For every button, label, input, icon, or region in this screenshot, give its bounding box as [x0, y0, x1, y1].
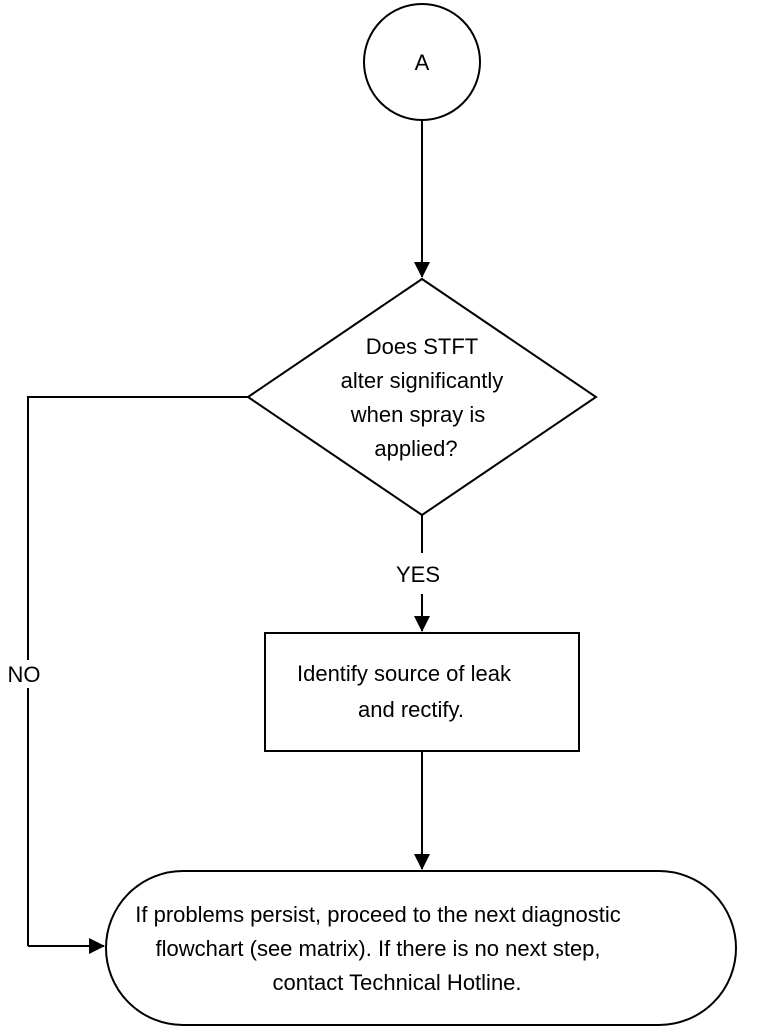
terminal-line-1: If problems persist, proceed to the next… [135, 902, 620, 927]
decision-line-4: applied? [374, 436, 457, 461]
no-label-bg [4, 660, 52, 688]
no-label: NO [8, 662, 41, 687]
terminal-line-2: flowchart (see matrix). If there is no n… [155, 936, 600, 961]
process-line-1: Identify source of leak [297, 661, 512, 686]
process-line-2: and rectify. [358, 697, 464, 722]
decision-line-1: Does STFT [366, 334, 478, 359]
decision-line-2: alter significantly [341, 368, 504, 393]
yes-label: YES [396, 562, 440, 587]
decision-diamond: Does STFT alter significantly when spray… [246, 277, 598, 517]
connector-a: A [363, 3, 481, 121]
connector-label: A [415, 50, 430, 75]
process-box: Identify source of leak and rectify. [264, 632, 580, 752]
decision-line-3: when spray is [350, 402, 486, 427]
terminal-line-3: contact Technical Hotline. [272, 970, 521, 995]
terminal-shape: If problems persist, proceed to the next… [105, 870, 737, 1026]
no-line [27, 396, 248, 946]
